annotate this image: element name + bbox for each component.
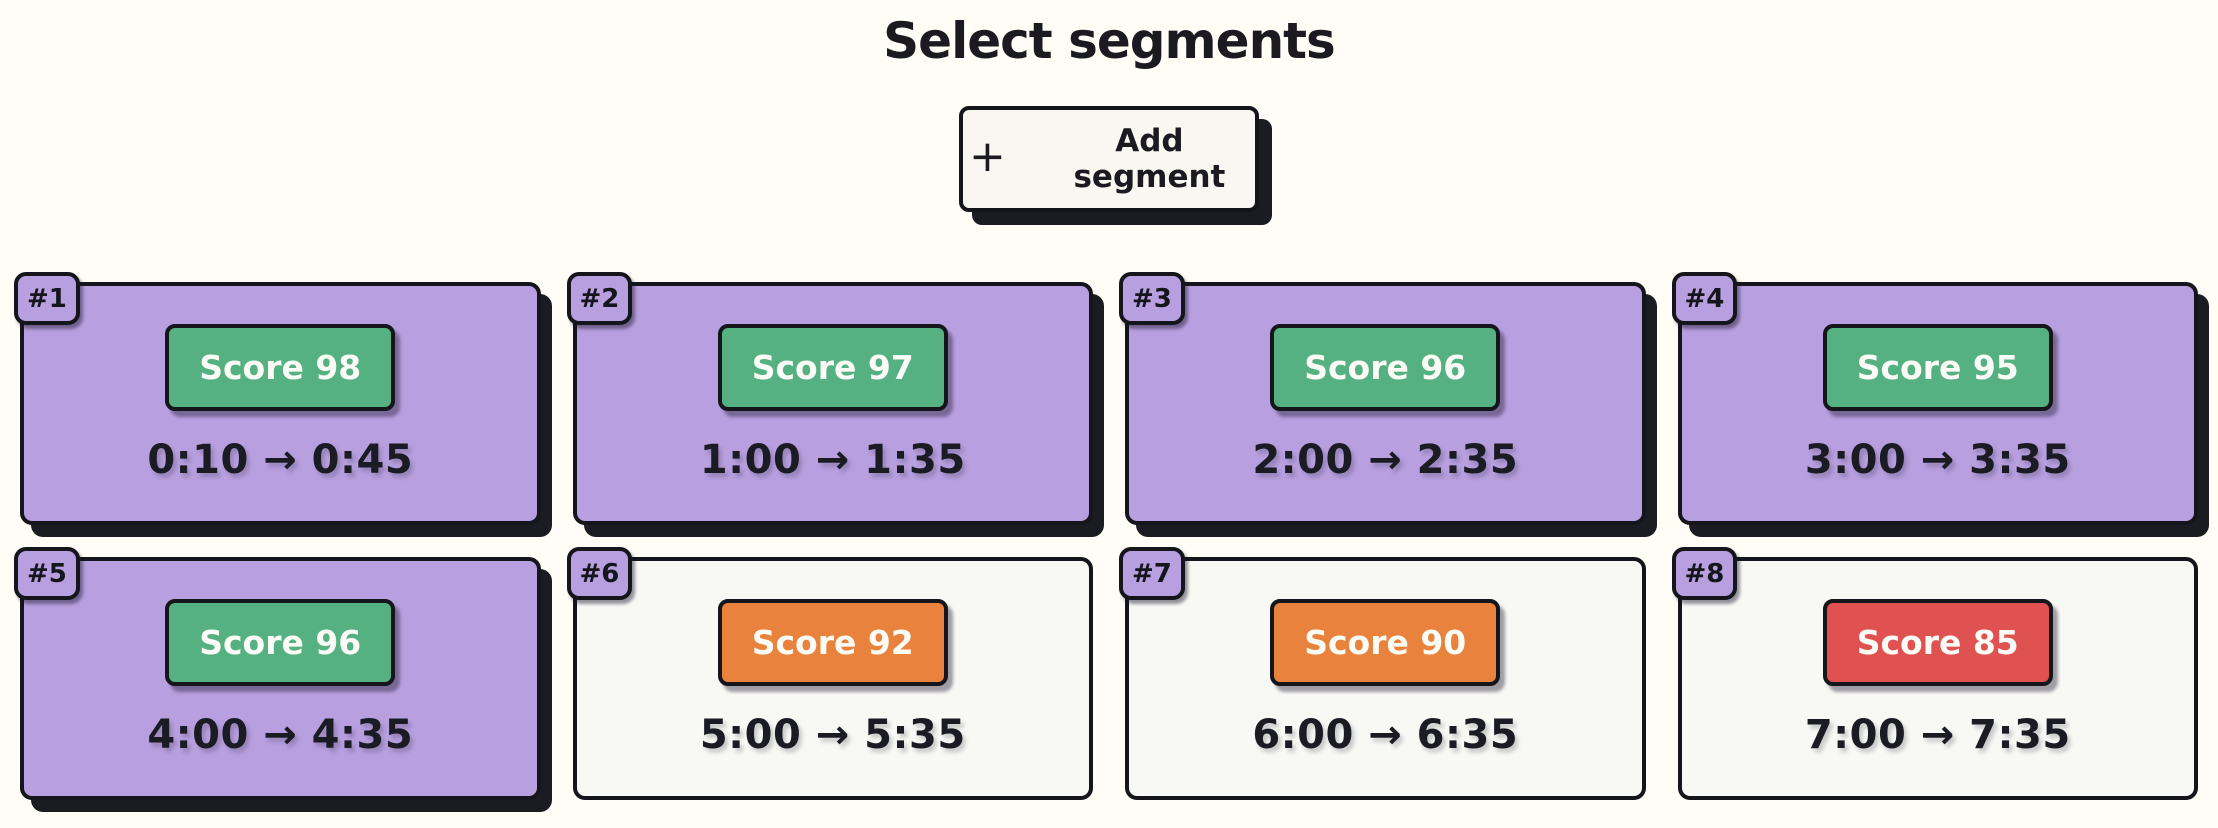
segment-time-range: 5:00 → 5:35 <box>699 712 966 758</box>
score-badge: Score 98 <box>165 324 396 411</box>
segment-number-badge: #5 <box>14 547 80 600</box>
segment-time-range: 3:00 → 3:35 <box>1804 437 2071 483</box>
segment-card[interactable]: #4 Score 95 3:00 → 3:35 <box>1671 272 2198 525</box>
segments-grid: #1 Score 98 0:10 → 0:45 #2 Score 97 1:00… <box>0 272 2218 800</box>
score-badge: Score 95 <box>1822 324 2053 411</box>
segment-time-range: 1:00 → 1:35 <box>699 437 966 483</box>
score-badge: Score 96 <box>165 599 396 686</box>
segment-number-badge: #4 <box>1671 272 1738 325</box>
segment-time-range: 0:10 → 0:45 <box>147 437 414 483</box>
segment-number-badge: #1 <box>14 272 80 325</box>
select-segments-page: Select segments + Add segment #1 Score 9… <box>0 12 2218 800</box>
segment-card[interactable]: #7 Score 90 6:00 → 6:35 <box>1119 547 1646 800</box>
score-badge: Score 90 <box>1270 599 1501 686</box>
segment-card[interactable]: #6 Score 92 5:00 → 5:35 <box>566 547 1093 800</box>
plus-icon: + <box>969 130 1006 182</box>
score-badge: Score 96 <box>1270 324 1501 411</box>
segment-number-badge: #2 <box>566 272 633 325</box>
segment-time-range: 7:00 → 7:35 <box>1804 712 2071 758</box>
page-title: Select segments <box>883 12 1336 70</box>
add-segment-label: Add segment <box>1073 123 1226 195</box>
segment-card[interactable]: #8 Score 85 7:00 → 7:35 <box>1671 547 2198 800</box>
score-badge: Score 97 <box>717 324 948 411</box>
score-badge: Score 92 <box>717 599 948 686</box>
segment-number-badge: #3 <box>1119 272 1185 325</box>
segment-time-range: 4:00 → 4:35 <box>147 712 414 758</box>
segment-time-range: 2:00 → 2:35 <box>1252 437 1519 483</box>
segment-card[interactable]: #1 Score 98 0:10 → 0:45 <box>14 272 541 525</box>
add-segment-button[interactable]: + Add segment <box>959 106 1259 212</box>
segment-card[interactable]: #3 Score 96 2:00 → 2:35 <box>1119 272 1646 525</box>
segment-number-badge: #8 <box>1671 547 1738 600</box>
segment-time-range: 6:00 → 6:35 <box>1252 712 1519 758</box>
score-badge: Score 85 <box>1822 599 2053 686</box>
segment-card[interactable]: #5 Score 96 4:00 → 4:35 <box>14 547 541 800</box>
segment-card[interactable]: #2 Score 97 1:00 → 1:35 <box>566 272 1093 525</box>
segment-number-badge: #6 <box>566 547 633 600</box>
segment-number-badge: #7 <box>1119 547 1185 600</box>
